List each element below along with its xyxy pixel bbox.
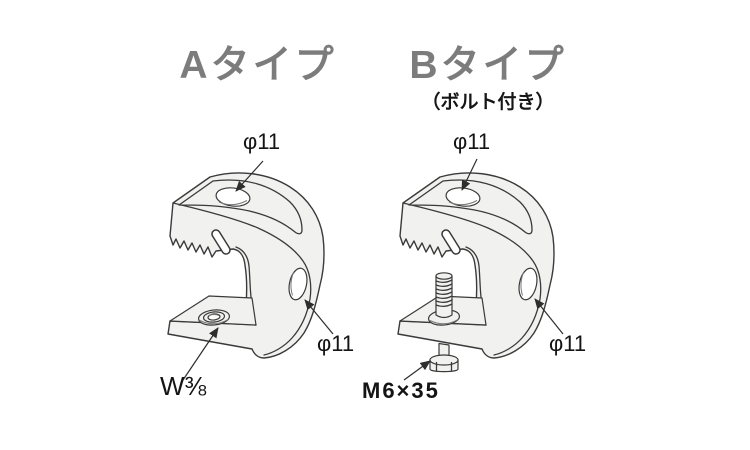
clamp-a-thread-shadow (208, 314, 220, 316)
label-a-side-hole: φ11 (317, 331, 355, 356)
clamp-a-slot (212, 230, 230, 254)
clamp-a-top-hole (215, 187, 251, 207)
clamp-b-drawing (397, 172, 555, 373)
clamp-a-side-hole-rim (290, 272, 294, 296)
clamp-a-boss-rim (199, 319, 229, 325)
clamp-b-bolt-threads (435, 279, 453, 308)
type-b-subtitle: （ボルト付き） (421, 92, 555, 113)
clamp-b-hex-facets (435, 361, 453, 372)
clamp-b-top-hole-rim (448, 200, 478, 206)
label-b-top-hole: φ11 (453, 129, 491, 154)
leader-arrow-a-thread (182, 327, 219, 381)
clamp-b-boss-rim (429, 319, 459, 325)
clamp-a-front-edge (172, 202, 312, 356)
label-b-side-hole: φ11 (549, 331, 587, 356)
leader-arrow-b-bolt (403, 360, 431, 381)
leader-arrow-a-top-hole (235, 160, 264, 192)
clamp-b-side-hole-rim (520, 272, 524, 296)
label-a-thread-size: W⅜ (160, 371, 207, 401)
label-b-bolt-size: M6×35 (362, 378, 440, 403)
clamp-b-top-chamfer (408, 179, 533, 235)
leader-arrow-b-side-hole (534, 298, 564, 335)
clamp-a-drawing (167, 172, 325, 359)
type-a-title: Aタイプ (179, 44, 337, 87)
clamp-a-top-hole-rim (218, 200, 248, 206)
clamp-a-body (167, 172, 325, 359)
clamp-b-slot (442, 230, 460, 254)
type-b-title: Bタイプ (409, 44, 567, 87)
leader-arrow-a-side-hole (304, 299, 334, 335)
clamp-b-front-edge (402, 202, 542, 356)
leader-arrows (182, 158, 564, 381)
clamp-b-side-hole (518, 267, 538, 301)
clamp-a-top-chamfer (178, 179, 303, 235)
clamp-b-bolt-tip (435, 272, 453, 280)
clamp-b-hex-head-top (429, 354, 459, 366)
label-a-top-hole: φ11 (243, 129, 281, 154)
clamp-b-body (397, 172, 555, 359)
clamp-a-side-hole (288, 267, 308, 301)
leader-arrow-b-top-hole (461, 158, 478, 191)
clamp-b-throat-edge (465, 246, 482, 298)
clamp-a-throat-edge (235, 246, 252, 298)
